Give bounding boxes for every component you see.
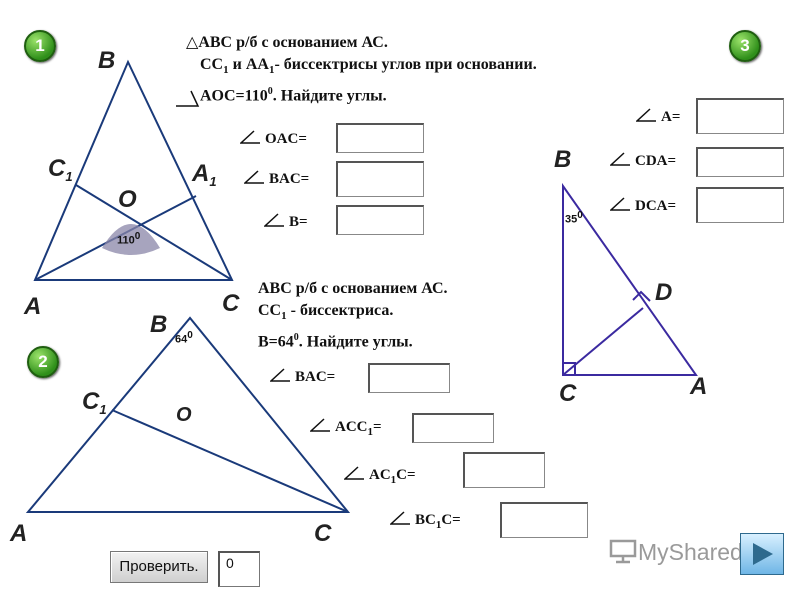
task-3-a-input[interactable] bbox=[696, 98, 784, 134]
task-3-vertex-d: D bbox=[655, 279, 673, 306]
task-1-vertex-c: C bbox=[222, 290, 240, 317]
task-1-oac-label: OAC= bbox=[240, 130, 307, 148]
task-2-ac1c-label: AC1C= bbox=[344, 466, 416, 486]
task-1-line-1: ABC р/б с основанием АС. bbox=[198, 34, 388, 51]
task-2-vertex-b: B bbox=[150, 311, 168, 338]
angle-icon bbox=[610, 152, 630, 166]
angle-icon bbox=[240, 130, 260, 144]
task-2-bac-input[interactable] bbox=[368, 363, 450, 393]
task-1-angle-label: 1100 bbox=[117, 231, 141, 247]
task-3-dca-input[interactable] bbox=[696, 187, 784, 223]
task-2-condition: ABC р/б с основанием АС. CC1 - биссектри… bbox=[258, 280, 448, 351]
task-2-vertex-o: O bbox=[176, 404, 192, 426]
task-1-vertex-a: A bbox=[24, 293, 42, 320]
angle-icon bbox=[310, 418, 330, 432]
task-3-triangle bbox=[562, 182, 698, 376]
angle-icon bbox=[270, 368, 290, 382]
task-3-dca-label: DCA= bbox=[610, 197, 676, 215]
task-2-bac-label: BAC= bbox=[270, 368, 335, 386]
task-1-bac-input[interactable] bbox=[336, 161, 424, 197]
task-1-angle-aoc-shade bbox=[102, 224, 160, 255]
task-2-acc1-label: ACC1= bbox=[310, 418, 382, 438]
brand-watermark: MyShared bbox=[608, 538, 743, 566]
task-3-vertex-a: A bbox=[690, 373, 708, 400]
task-1-vertex-a1: A1 bbox=[192, 160, 217, 189]
angle-icon bbox=[610, 197, 630, 211]
angle-icon bbox=[344, 466, 364, 480]
task-1-vertex-c1: C1 bbox=[48, 155, 73, 184]
task-2-line-1: ABC р/б с основанием АС. bbox=[258, 280, 448, 297]
task-3-badge: 3 bbox=[729, 30, 761, 62]
presentation-icon bbox=[609, 539, 637, 564]
task-1-condition: △ABC р/б с основанием АС. CC1 и AA1- бис… bbox=[186, 34, 537, 105]
task-1-b-input[interactable] bbox=[336, 205, 424, 235]
triangle-symbol: △ bbox=[186, 34, 199, 51]
arrow-right-icon bbox=[753, 543, 773, 565]
task-1-b-label: B= bbox=[264, 213, 308, 231]
task-1-oac-input[interactable] bbox=[336, 123, 424, 153]
task-3-cda-input[interactable] bbox=[696, 147, 784, 177]
task-2-vertex-c: C bbox=[314, 520, 332, 547]
task-2-vertex-c1: C1 bbox=[82, 388, 107, 417]
task-2-acc1-input[interactable] bbox=[412, 413, 494, 443]
angle-icon bbox=[390, 511, 410, 525]
task-2-vertex-a: A bbox=[10, 520, 28, 547]
task-3-a-label: A= bbox=[636, 108, 680, 126]
task-2-badge: 2 bbox=[27, 346, 59, 378]
angle-icons bbox=[176, 90, 200, 107]
task-1-vertex-b: B bbox=[98, 47, 116, 74]
task-2-bc1c-input[interactable] bbox=[500, 502, 588, 538]
score-field[interactable]: 0 bbox=[218, 551, 260, 587]
angle-icon bbox=[244, 170, 264, 184]
task-3-vertex-b: B bbox=[554, 146, 572, 173]
task-1-badge: 1 bbox=[24, 30, 56, 62]
next-slide-button[interactable] bbox=[740, 533, 784, 575]
angle-icon bbox=[264, 213, 284, 227]
task-3-cda-label: CDA= bbox=[610, 152, 676, 170]
task-2-triangle bbox=[25, 316, 351, 513]
task-1-bac-label: BAC= bbox=[244, 170, 309, 188]
angle-icon bbox=[636, 108, 656, 122]
task-2-bc1c-label: BC1C= bbox=[390, 511, 461, 531]
task-3-vertex-c: C bbox=[559, 380, 577, 407]
task-3-angle-label: 350 bbox=[565, 210, 583, 226]
task-2-ac1c-input[interactable] bbox=[463, 452, 545, 488]
task-2-angle-label: 640 bbox=[175, 330, 193, 346]
check-button[interactable]: Проверить. bbox=[110, 551, 208, 583]
task-1-vertex-o: O bbox=[118, 186, 137, 213]
